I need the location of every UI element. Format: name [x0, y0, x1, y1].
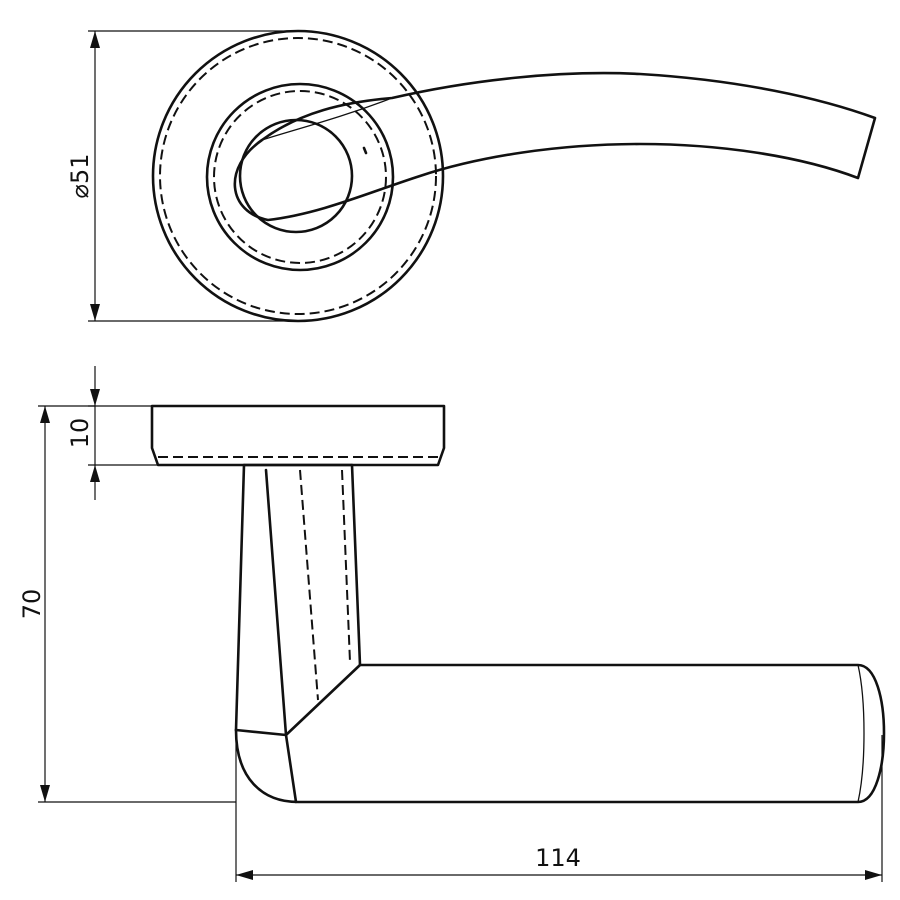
rose-plate	[151, 29, 445, 323]
thickness-dimension: 10	[66, 366, 158, 500]
rose-side	[150, 404, 446, 467]
diameter-label: ⌀51	[66, 154, 94, 199]
length-dimension: 114	[235, 735, 883, 882]
lever-top	[233, 71, 877, 222]
lever-neck	[234, 463, 362, 737]
top-view: ⌀51	[66, 29, 877, 323]
lever-arm	[234, 663, 886, 804]
diameter-dimension: ⌀51	[66, 30, 296, 322]
height-dimension: 70	[18, 405, 236, 803]
height-label: 70	[18, 589, 46, 620]
length-label: 114	[535, 844, 581, 872]
thickness-label: 10	[66, 418, 94, 449]
side-view: 10 70 114	[18, 366, 886, 882]
